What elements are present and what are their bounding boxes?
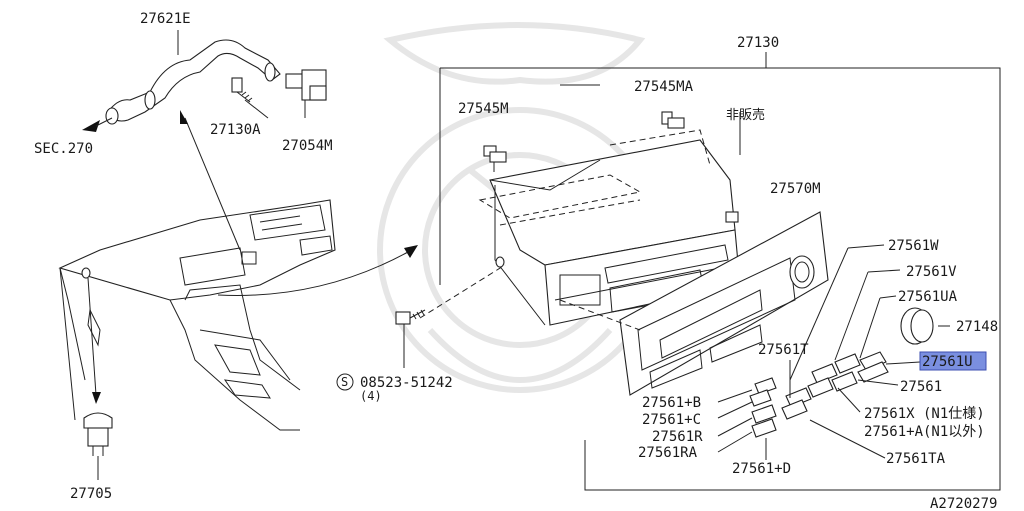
knob-27148 xyxy=(900,307,950,345)
dash-panel-bezel xyxy=(559,299,641,331)
screw-symbol-s: S xyxy=(336,373,354,391)
label-27561ta[interactable]: 27561TA xyxy=(886,451,946,467)
label-27705[interactable]: 27705 xyxy=(70,486,112,502)
label-27561t[interactable]: 27561T xyxy=(758,342,809,358)
label-not-sold: 非販売 xyxy=(726,107,765,123)
screw-27545m xyxy=(483,145,507,172)
arrow-to-hose xyxy=(184,117,241,251)
screw-08523 xyxy=(395,309,426,368)
label-27561x[interactable]: 27561X (N1仕様) xyxy=(864,406,985,422)
label-27545ma[interactable]: 27545MA xyxy=(634,79,694,95)
screw-27545ma xyxy=(661,111,685,129)
label-08523[interactable]: 08523-51242 xyxy=(360,375,453,391)
label-27545m[interactable]: 27545M xyxy=(458,101,509,117)
leader-lines xyxy=(560,84,921,460)
label-27130[interactable]: 27130 xyxy=(737,35,779,51)
label-27570m[interactable]: 27570M xyxy=(770,181,821,197)
label-27621e[interactable]: 27621E xyxy=(140,11,191,27)
bezel-27570m xyxy=(619,211,829,396)
label-27561[interactable]: 27561 xyxy=(900,379,942,395)
label-27561r[interactable]: 27561R xyxy=(652,429,703,445)
arrow-to-panel xyxy=(217,251,409,296)
label-27130a[interactable]: 27130A xyxy=(210,122,261,138)
label-27561v[interactable]: 27561V xyxy=(906,264,957,280)
label-27561d[interactable]: 27561+D xyxy=(732,461,791,477)
highlight-27561u xyxy=(919,351,987,371)
arrow-to-sec270 xyxy=(82,120,100,132)
screw-27570m xyxy=(725,211,739,223)
label-27561ra[interactable]: 27561RA xyxy=(638,445,698,461)
part-27705-sensor xyxy=(83,412,113,480)
dashboard-drawing xyxy=(58,199,336,431)
label-qty-4: (4) xyxy=(360,389,382,403)
sensor-27054m xyxy=(285,69,327,118)
label-27561c[interactable]: 27561+C xyxy=(642,412,701,428)
label-27561w[interactable]: 27561W xyxy=(888,238,939,254)
label-27561b[interactable]: 27561+B xyxy=(642,395,701,411)
aspirator-hose xyxy=(105,30,281,125)
label-27561u[interactable]: 27561U xyxy=(922,354,973,370)
label-27054m[interactable]: 27054M xyxy=(282,138,333,154)
dash-screw-panel xyxy=(419,264,506,319)
figure-code: A2720279 xyxy=(930,496,997,511)
button-cluster xyxy=(749,351,889,438)
assembly-box xyxy=(440,67,1001,491)
label-sec270[interactable]: SEC.270 xyxy=(34,141,93,157)
screw-symbol-letter: S xyxy=(341,375,348,389)
screw-27130a xyxy=(231,77,269,119)
arrow-to-27705 xyxy=(87,277,97,396)
label-27561a[interactable]: 27561+A(N1以外) xyxy=(864,424,985,440)
label-27561ua[interactable]: 27561UA xyxy=(898,289,958,305)
label-27148[interactable]: 27148 xyxy=(956,319,998,335)
control-unit xyxy=(478,129,741,326)
